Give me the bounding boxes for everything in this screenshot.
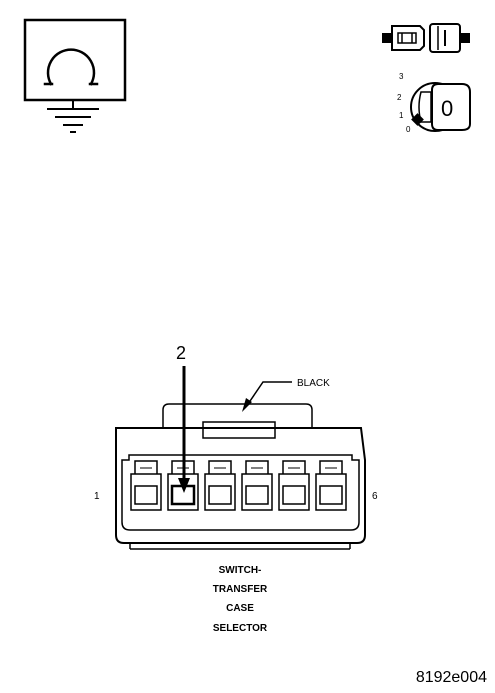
key-position-1: 1	[399, 111, 404, 120]
ignition-key-off-icon	[410, 82, 471, 132]
cavity-6	[315, 460, 347, 511]
cavity-3	[204, 460, 236, 511]
ground-icon	[47, 100, 99, 133]
pin-callout-arrowhead	[178, 478, 190, 493]
color-leader-arrowhead	[242, 398, 252, 412]
title-line: SELECTOR	[213, 623, 268, 634]
connector-body	[115, 403, 366, 550]
cavity-5	[278, 460, 310, 511]
cavity-4	[241, 460, 273, 511]
pin-6-label: 6	[372, 491, 378, 502]
title-line: TRANSFER	[213, 584, 268, 595]
title-line: CASE	[226, 603, 254, 614]
figure-id: 8192e004	[416, 669, 487, 686]
cavity-1	[130, 460, 162, 511]
key-position-0: 0	[406, 125, 411, 134]
pin-1-label: 1	[94, 491, 100, 502]
key-off-label: 0	[441, 96, 453, 121]
disconnect-connector-icon	[382, 23, 470, 53]
connector-color-label: BLACK	[297, 378, 330, 389]
color-leader-line	[247, 381, 292, 405]
ohmmeter-icon	[23, 18, 127, 102]
key-position-3: 3	[399, 72, 404, 81]
connector-cavities	[130, 460, 347, 511]
key-position-2: 2	[397, 93, 402, 102]
title-line: SWITCH-	[219, 565, 262, 576]
pin-callout-number: 2	[176, 343, 186, 363]
